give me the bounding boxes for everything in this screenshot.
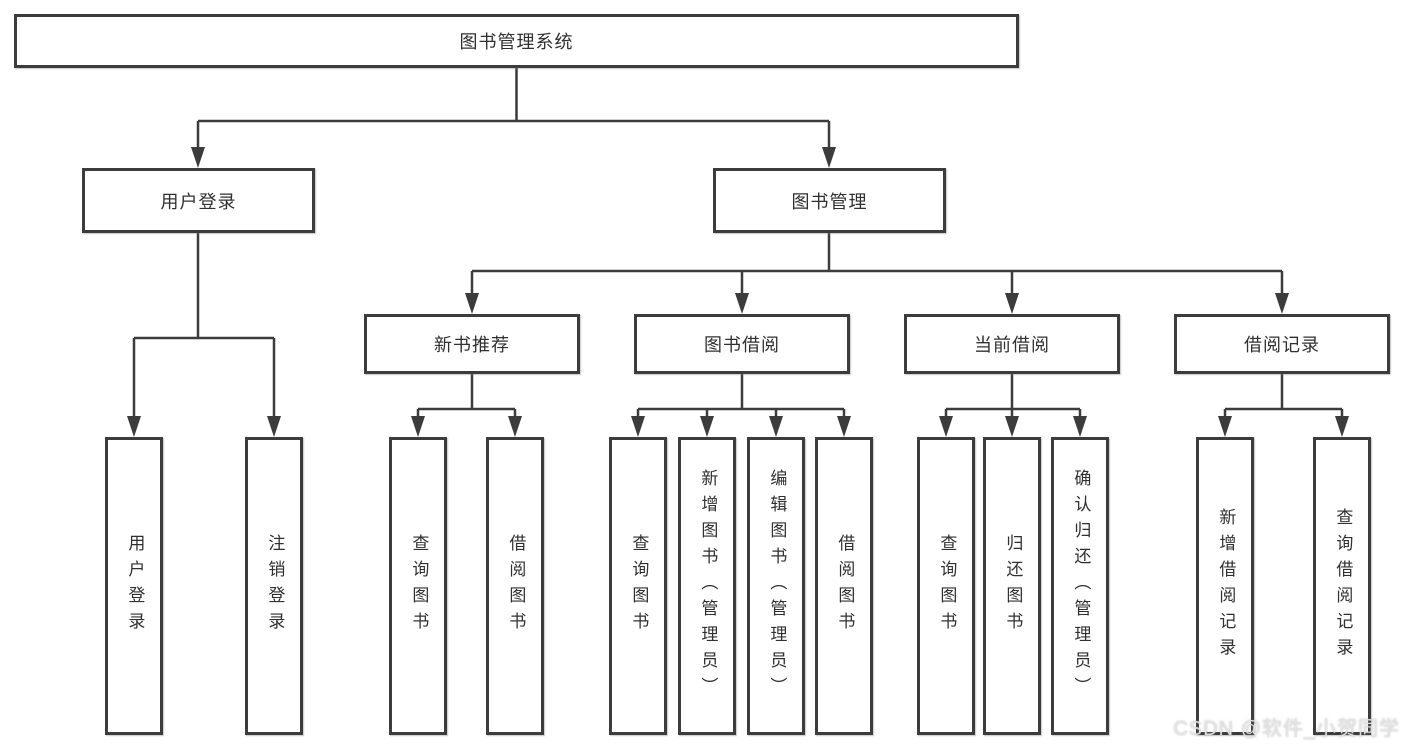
node-label: 新书推荐 xyxy=(434,335,510,355)
leaf-query-book-2: 查询图书 xyxy=(609,437,667,735)
leaf-user-login: 用户登录 xyxy=(105,437,163,735)
node-label: 借阅图书 xyxy=(506,534,526,638)
node-library-management-system: 图书管理系统 xyxy=(14,14,1019,68)
leaf-edit-book-admin: 编辑图书（管理员） xyxy=(747,437,805,735)
leaf-add-borrow-record: 新增借阅记录 xyxy=(1196,437,1254,735)
node-label: 编辑图书（管理员） xyxy=(767,469,787,703)
node-label: 归还图书 xyxy=(1003,534,1023,638)
node-book-management: 图书管理 xyxy=(713,168,946,233)
node-label: 图书管理系统 xyxy=(459,32,574,52)
node-user-login: 用户登录 xyxy=(82,168,315,233)
leaf-query-book-3: 查询图书 xyxy=(917,437,975,735)
leaf-query-borrow-record: 查询借阅记录 xyxy=(1313,437,1371,735)
leaf-borrow-book-2: 借阅图书 xyxy=(815,437,873,735)
leaf-query-book: 查询图书 xyxy=(389,437,447,735)
node-label: 注销登录 xyxy=(265,534,285,638)
node-label: 查询图书 xyxy=(937,534,957,638)
leaf-logout: 注销登录 xyxy=(245,437,303,735)
node-label: 查询图书 xyxy=(629,534,649,638)
node-label: 借阅记录 xyxy=(1244,335,1320,355)
node-label: 用户登录 xyxy=(160,191,237,212)
node-borrow-records: 借阅记录 xyxy=(1174,314,1390,374)
node-current-borrow: 当前借阅 xyxy=(904,314,1120,374)
node-book-borrow: 图书借阅 xyxy=(634,314,850,374)
connector-path xyxy=(132,68,1344,420)
node-label: 查询图书 xyxy=(409,534,429,638)
node-label: 借阅图书 xyxy=(835,534,855,638)
node-label: 新增图书（管理员） xyxy=(698,469,718,703)
node-label: 用户登录 xyxy=(125,534,145,638)
csdn-watermark: CSDN @软件_小贺同学 xyxy=(1173,718,1400,740)
leaf-add-book-admin: 新增图书（管理员） xyxy=(678,437,736,735)
leaf-return-book: 归还图书 xyxy=(983,437,1041,735)
leaf-confirm-return-admin: 确认归还（管理员） xyxy=(1051,437,1109,735)
node-label: 查询借阅记录 xyxy=(1333,508,1353,664)
node-label: 图书借阅 xyxy=(704,335,780,355)
node-label: 图书管理 xyxy=(791,191,868,212)
leaf-borrow-book: 借阅图书 xyxy=(486,437,544,735)
node-label: 新增借阅记录 xyxy=(1216,508,1236,664)
node-label: 当前借阅 xyxy=(974,335,1050,355)
node-new-book-recommend: 新书推荐 xyxy=(364,314,580,374)
node-label: 确认归还（管理员） xyxy=(1071,469,1091,703)
